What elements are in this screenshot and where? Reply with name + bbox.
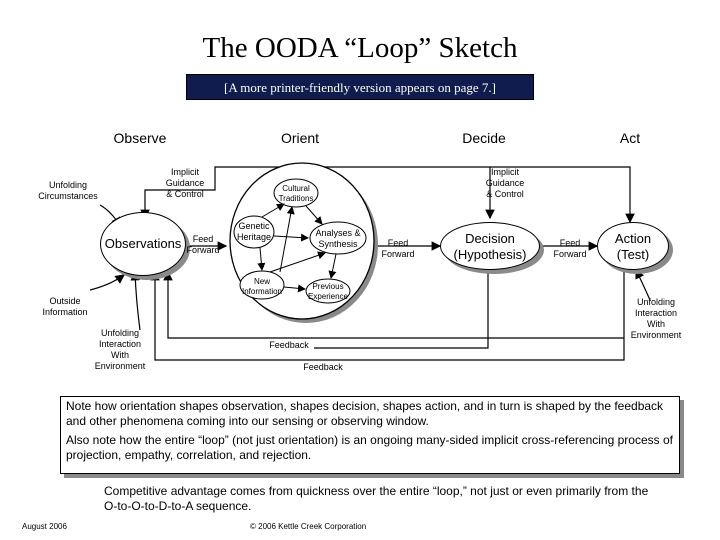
cultural-traditions-label: Cultural Traditions [278,184,314,203]
new-information-ellipse [239,270,285,300]
decision-node: Decision (Hypothesis) [440,222,544,274]
unfolding-circumstances-label: Unfolding Circumstances [38,180,98,201]
feedback-loop-2 [150,270,625,361]
new-information-label: New Information [241,277,283,296]
observations-label: Observations [104,236,182,251]
feed-forward-3-label: Feed Forward [553,238,587,259]
feedback-2-label: Feedback [298,362,348,373]
note-orientation: Note how orientation shapes observation,… [66,399,664,428]
action-node: Action (Test) [597,222,673,274]
footer-copyright: © 2006 Kettle Creek Corporation [250,522,367,531]
unfolding-interaction-right-label: Unfolding Interaction With Environment [630,297,682,340]
previous-experience-label: Previous Experience [307,282,349,301]
unfolding-interaction-left-label: Unfolding Interaction With Environment [94,328,146,371]
genetic-heritage-ellipse [233,215,275,249]
note-entire-loop: Also note how the entire “loop” (not jus… [66,433,673,462]
phase-observe: Observe [113,130,167,146]
action-label: Action (Test) [614,231,652,262]
feedback-loop-1 [163,270,624,339]
feed-forward-1-label: Feed Forward [186,234,220,255]
implicit-guidance-right-label: Implicit Guidance & Control [485,167,525,199]
feed-forward-2-label: Feed Forward [381,238,415,259]
footer-date: August 2006 [22,522,67,531]
observations-node: Observations [100,212,190,280]
genetic-heritage-label: Genetic Heritage [236,221,272,242]
unfolding-interaction-right-arrow [635,268,651,301]
competitive-advantage-text: Competitive advantage comes from quickne… [104,484,649,513]
feedback-1-label: Feedback [264,340,314,351]
phase-orient: Orient [280,130,320,146]
unfolding-interaction-left-arrow [130,270,141,331]
phase-act: Act [619,130,641,146]
outside-information-arrow [89,274,125,291]
implicit-guidance-to-action-line [340,166,635,224]
page-title: The OODA “Loop” Sketch [202,32,518,64]
phase-decide: Decide [462,130,506,146]
analyses-synthesis-ellipse [309,221,367,255]
decision-label: Decision (Hypothesis) [453,231,527,262]
printer-friendly-note: [A more printer-friendly version appears… [186,74,534,100]
outside-information-label: Outside Information [42,296,88,317]
analyses-synthesis-label: Analyses & Synthesis [315,228,361,249]
implicit-guidance-left-label: Implicit Guidance & Control [165,167,205,199]
cultural-traditions-ellipse [273,178,319,208]
implicit-guidance-to-observations-line [140,166,340,220]
feedback-from-decision [300,270,489,349]
previous-experience-ellipse [305,278,351,304]
notes-box: Note how orientation shapes observation,… [60,396,684,478]
